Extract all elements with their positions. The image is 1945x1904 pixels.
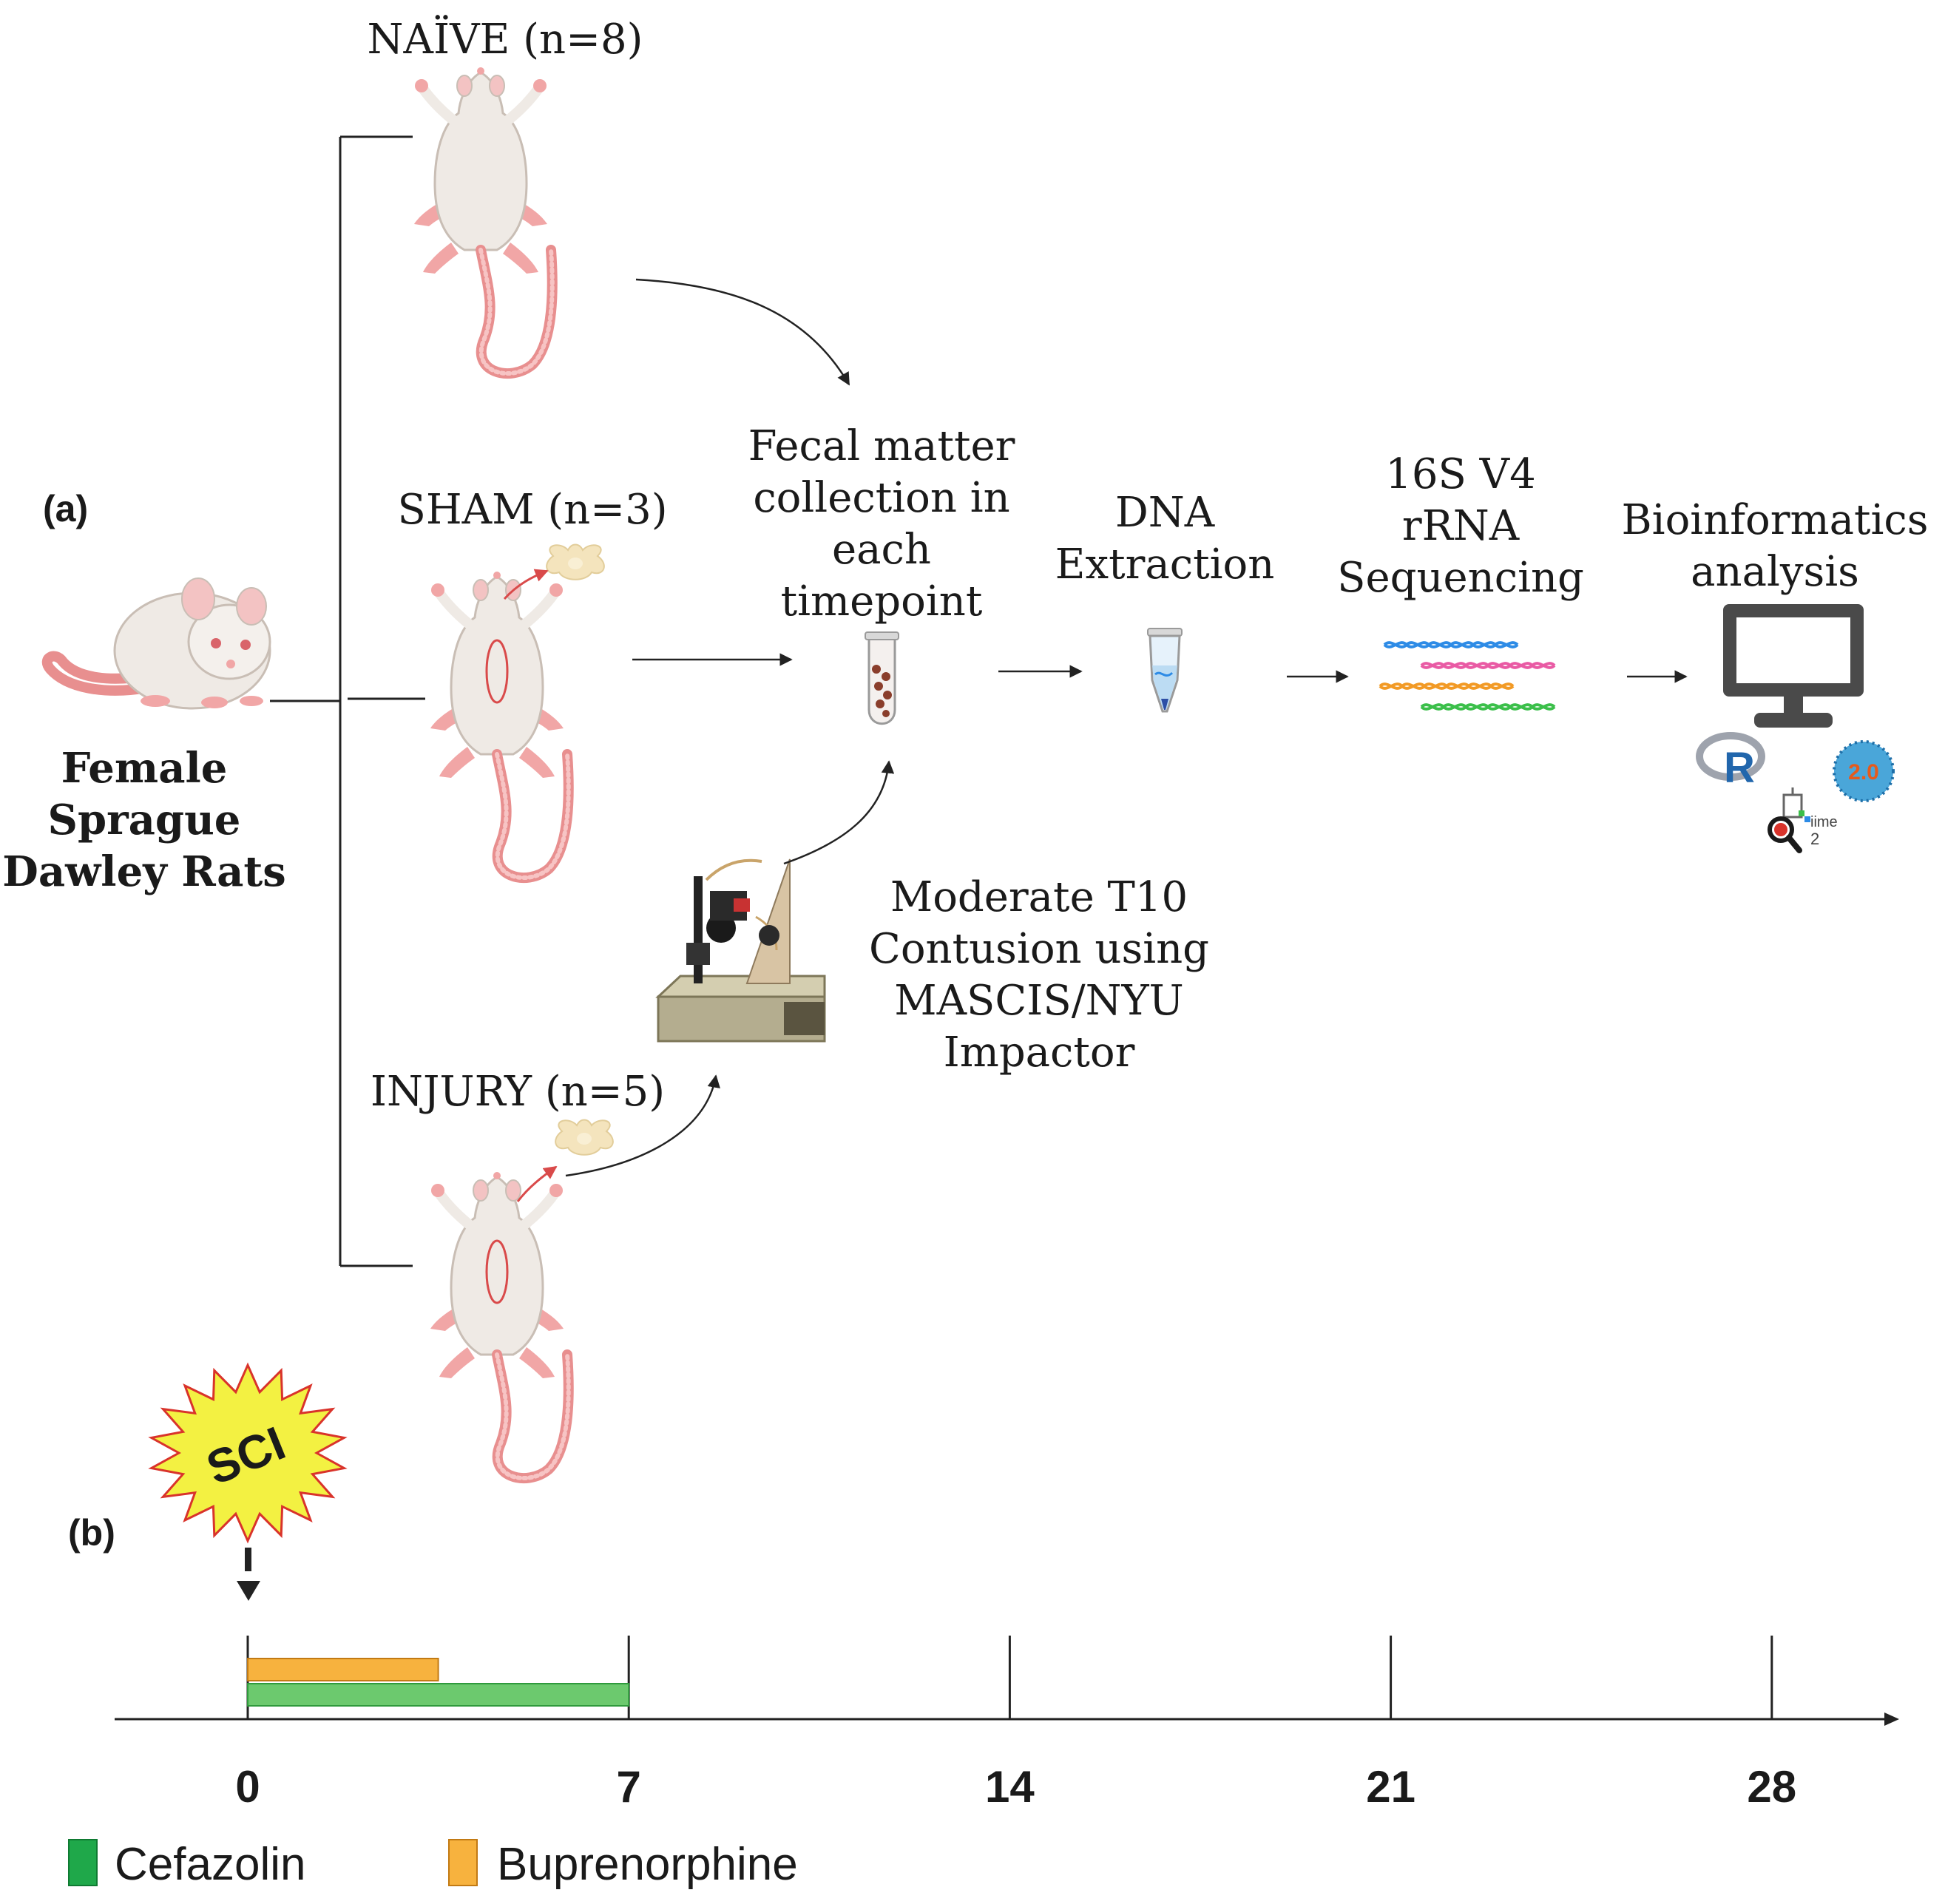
timeline-tick-label-0: 0 xyxy=(235,1762,260,1812)
impactor-device-icon xyxy=(655,858,826,1043)
fecal-label-line4: timepoint xyxy=(781,577,983,626)
group-label-sham: SHAM (n=3) xyxy=(397,486,667,534)
impactor-label-line1: Moderate T10 xyxy=(890,873,1188,921)
injury-rat-icon xyxy=(430,1172,569,1478)
svg-text:2.0: 2.0 xyxy=(1848,760,1879,785)
arrow-naive-to-collection xyxy=(635,278,850,386)
svg-text:iime: iime xyxy=(1810,814,1838,830)
fecal-label-line1: Fecal matter xyxy=(748,422,1015,470)
sham-surgery-arrow xyxy=(503,569,549,600)
timeline-tick-label-7: 7 xyxy=(617,1762,641,1812)
panel-a-label: (a) xyxy=(43,488,88,529)
timeline-bar-cefazolin xyxy=(247,1683,630,1707)
svg-text:R: R xyxy=(1724,744,1755,792)
qiime-logo-icon: iime 2 xyxy=(1768,787,1838,853)
timeline-bar-buprenorphine xyxy=(247,1658,439,1681)
impactor-label-line4: Impactor xyxy=(944,1029,1135,1077)
group-bracket xyxy=(270,135,425,1267)
panel-b-label: (b) xyxy=(68,1512,115,1554)
r-logo-icon: R xyxy=(1696,732,1765,792)
sci-starburst-icon: SCI xyxy=(148,1362,348,1544)
group-label-naive: NAÏVE (n=8) xyxy=(368,15,643,64)
timeline-axis-arrowhead xyxy=(1884,1712,1899,1726)
dna-label-line2: Extraction xyxy=(1055,541,1275,589)
legend-swatch-cefazolin xyxy=(68,1839,98,1886)
sci-pointer-arrow xyxy=(237,1548,260,1601)
sham-vertebra-icon xyxy=(546,543,605,580)
bio-label-line1: Bioinformatics xyxy=(1622,496,1929,544)
dna-label-line1: DNA xyxy=(1115,489,1215,537)
legend: Cefazolin Buprenorphine xyxy=(68,1839,798,1890)
picrust-logo-icon: 2.0 xyxy=(1833,740,1895,802)
injury-surgery-arrow xyxy=(516,1165,558,1202)
source-label-line1: Female xyxy=(61,744,228,793)
source-label-line2: Sprague xyxy=(48,796,241,844)
injury-vertebra-icon xyxy=(555,1119,614,1156)
bio-label-line2: analysis xyxy=(1691,548,1859,596)
source-label-line3: Dawley Rats xyxy=(2,847,286,896)
sham-rat-icon xyxy=(430,572,569,878)
timeline-tick-label-21: 21 xyxy=(1366,1762,1415,1812)
fecal-label-line3: each xyxy=(832,526,931,574)
computer-monitor-icon xyxy=(1723,604,1864,728)
seq-label-line2: rRNA xyxy=(1402,502,1520,550)
dna-sequences-icon xyxy=(1379,641,1556,711)
impactor-label-line3: MASCIS/NYU xyxy=(894,977,1184,1025)
dna-tube-icon xyxy=(1147,628,1183,713)
svg-text:2: 2 xyxy=(1810,830,1819,848)
impactor-label-line2: Contusion using xyxy=(869,925,1209,973)
group-label-injury: INJURY (n=5) xyxy=(371,1068,665,1116)
arrow-injury-to-impactor xyxy=(565,1074,720,1177)
timeline-chart: 0 7 14 21 28 xyxy=(115,1636,1899,1812)
timeline-tick-label-14: 14 xyxy=(985,1762,1035,1812)
timeline-tick-label-28: 28 xyxy=(1747,1762,1796,1812)
naive-rat-icon xyxy=(414,67,552,373)
legend-swatch-buprenorphine xyxy=(448,1839,478,1886)
sprague-dawley-rat-icon xyxy=(41,577,271,710)
arrow-impactor-to-collection xyxy=(783,760,895,865)
fecal-tube-icon xyxy=(865,631,899,725)
legend-label-buprenorphine: Buprenorphine xyxy=(497,1839,798,1890)
seq-label-line3: Sequencing xyxy=(1337,554,1584,602)
seq-label-line1: 16S V4 xyxy=(1385,450,1536,498)
fecal-label-line2: collection in xyxy=(753,474,1009,522)
legend-label-cefazolin: Cefazolin xyxy=(115,1839,305,1890)
